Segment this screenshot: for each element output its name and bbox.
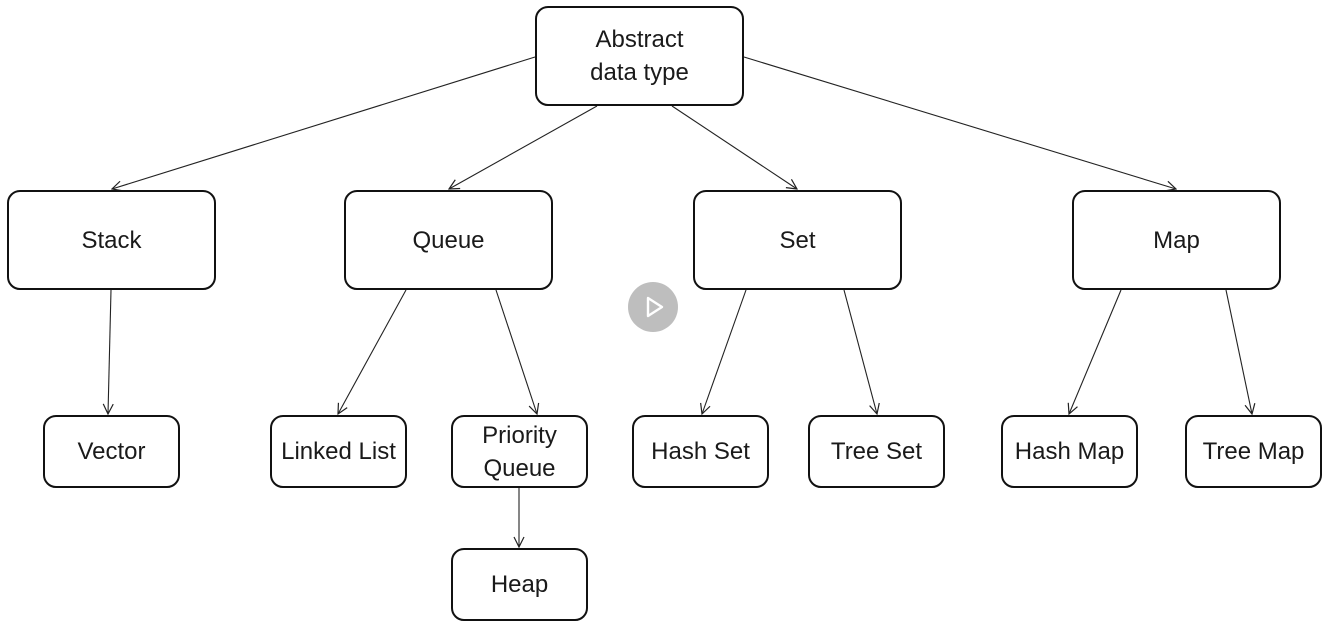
- play-icon: [646, 296, 664, 318]
- edge-set-to-hash-set: [702, 289, 747, 414]
- edge-set-to-tree-set: [843, 289, 877, 414]
- edge-queue-to-linked-list: [338, 289, 407, 414]
- node-hash-set: Hash Set: [632, 415, 769, 488]
- node-map: Map: [1072, 190, 1281, 290]
- node-hash-map: Hash Map: [1001, 415, 1138, 488]
- node-tree-map: Tree Map: [1185, 415, 1322, 488]
- edge-map-to-hash-map: [1069, 289, 1122, 414]
- node-stack: Stack: [7, 190, 216, 290]
- edge-map-to-tree-map: [1225, 289, 1252, 414]
- node-linked-list: Linked List: [270, 415, 407, 488]
- edge-root-to-map: [743, 56, 1176, 189]
- edge-stack-to-vector: [108, 289, 111, 414]
- node-abstract-data-type: Abstract data type: [535, 6, 744, 106]
- node-priority-queue: Priority Queue: [451, 415, 588, 488]
- edge-queue-to-priority-queue: [495, 289, 537, 414]
- node-vector: Vector: [43, 415, 180, 488]
- node-queue: Queue: [344, 190, 553, 290]
- node-set: Set: [693, 190, 902, 290]
- node-heap: Heap: [451, 548, 588, 621]
- node-tree-set: Tree Set: [808, 415, 945, 488]
- edge-root-to-queue: [449, 105, 598, 189]
- play-button[interactable]: [628, 282, 678, 332]
- edge-root-to-stack: [112, 56, 536, 189]
- edge-root-to-set: [671, 105, 797, 189]
